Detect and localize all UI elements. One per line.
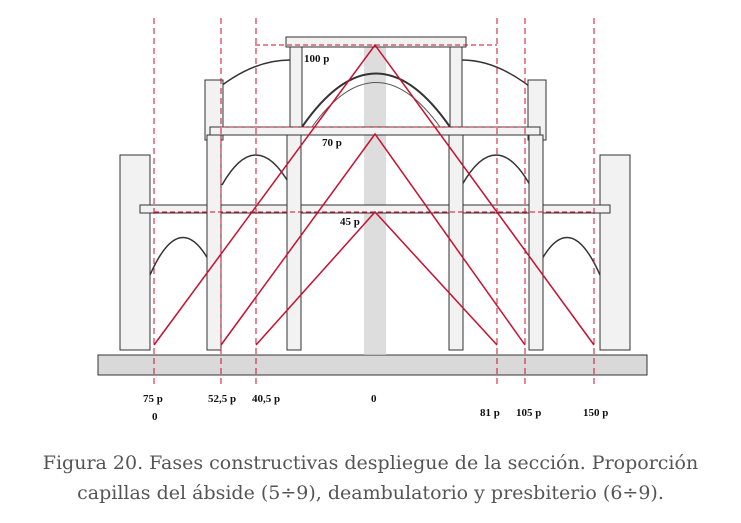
label-100p: 100 p	[304, 53, 329, 65]
gallery-arch-left	[221, 154, 291, 186]
label-75p: 75 p	[143, 393, 163, 405]
column-right-1	[448, 134, 464, 351]
column-left-2	[286, 134, 302, 351]
cathedral-section-diagram: 100 p 70 p 45 p 75 p 0 52,5 p 40,5 p 0 8…	[97, 18, 648, 423]
pinnacle-outer-right	[599, 154, 631, 351]
chapel-arch-right	[533, 236, 601, 276]
chapel-arch-left	[149, 236, 217, 276]
caption-line-1: Figura 20. Fases constructivas despliegu…	[42, 452, 699, 474]
column-left-1	[206, 134, 222, 351]
nave-vault-inner	[311, 82, 441, 128]
figure-caption: Figura 20. Fases constructivas despliegu…	[0, 448, 741, 508]
label-75p-zero: 0	[152, 411, 158, 423]
nave-vault-arch	[301, 72, 451, 128]
label-70p: 70 p	[322, 137, 342, 149]
nave-upper-wall-right	[449, 46, 463, 128]
proportion-triangles	[153, 43, 595, 346]
label-150p: 150 p	[583, 407, 608, 419]
caption-line-2: capillas del ábside (5÷9), deambulatorio…	[77, 482, 664, 504]
label-105p: 105 p	[516, 407, 541, 419]
vertical-guide-lines	[153, 18, 595, 385]
label-52-5p: 52,5 p	[208, 393, 236, 405]
column-right-2	[528, 134, 544, 351]
label-81p: 81 p	[480, 407, 500, 419]
label-40-5p: 40,5 p	[252, 393, 280, 405]
gallery-arch-right	[461, 154, 531, 186]
nave-upper-wall-left	[289, 46, 303, 128]
pinnacle-outer-left	[119, 154, 151, 351]
central-axis-band	[364, 45, 386, 355]
ground-plinth	[97, 354, 648, 376]
label-45p: 45 p	[340, 216, 360, 228]
label-center-zero: 0	[371, 393, 377, 405]
